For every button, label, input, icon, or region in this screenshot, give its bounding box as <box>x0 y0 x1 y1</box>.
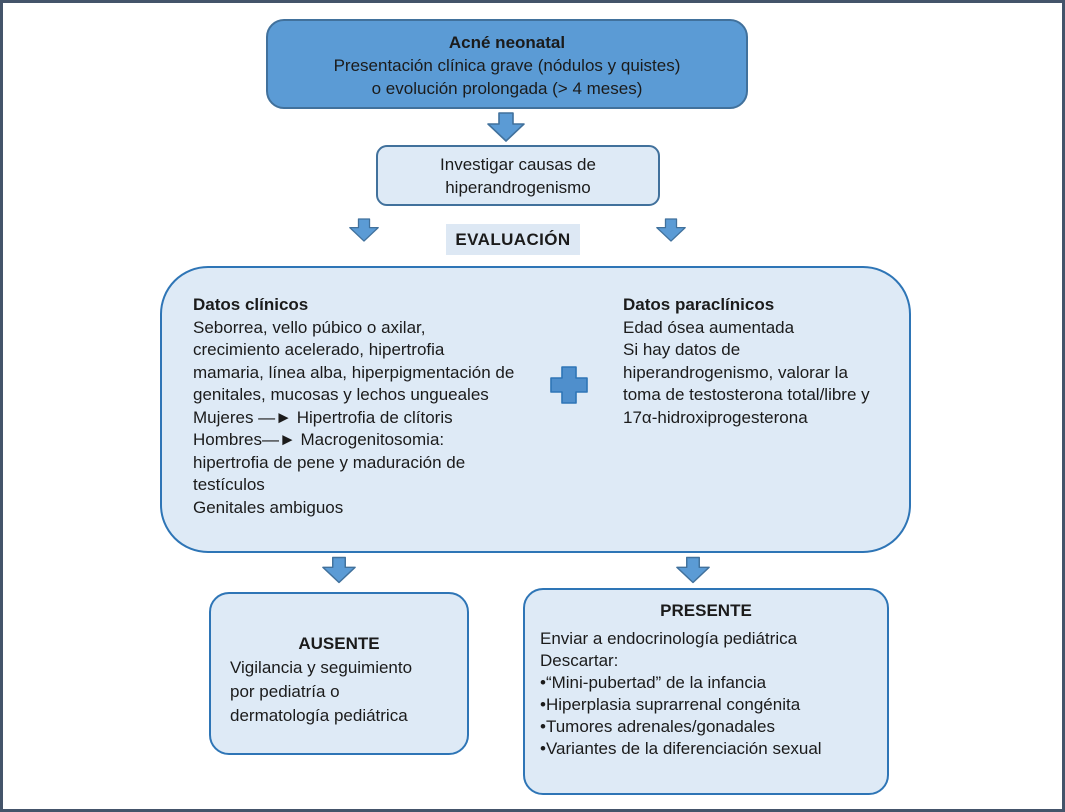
clinical-line: genitales, mucosas y lechos ungueales <box>193 385 489 404</box>
absent-line: Vigilancia y seguimiento <box>230 658 413 677</box>
data-box <box>160 266 911 553</box>
paraclinical-section: Datos paraclínicos Edad ósea aumentada S… <box>623 294 908 429</box>
clinical-line: testículos <box>193 475 265 494</box>
down-arrow-icon <box>349 218 379 242</box>
present-line: •Hiperplasia suprarrenal congénita <box>540 695 801 714</box>
down-arrow-icon <box>322 556 356 584</box>
paraclinical-line: toma de testosterona total/libre y <box>623 385 870 404</box>
clinical-line: mamaria, línea alba, hiperpigmentación d… <box>193 362 515 382</box>
absent-box: AUSENTE Vigilancia y seguimiento por ped… <box>209 592 469 755</box>
present-line: •Variantes de la diferenciación sexual <box>540 739 822 758</box>
clinical-line: Seborrea, vello púbico o axilar, <box>193 317 426 337</box>
clinical-line: hipertrofia de pene y maduración de <box>193 452 466 472</box>
present-line: •Tumores adrenales/gonadales <box>540 717 775 736</box>
absent-line: por pediatría o <box>230 682 340 701</box>
clinical-line: Genitales ambiguos <box>193 497 344 517</box>
down-arrow-icon <box>676 556 710 584</box>
clinical-line: crecimiento acelerado, hipertrofia <box>193 340 445 359</box>
header-line: Presentación clínica grave (nódulos y qu… <box>333 56 681 75</box>
down-arrow-icon <box>487 112 525 142</box>
paraclinical-title: Datos paraclínicos <box>623 295 775 314</box>
header-line: o evolución prolongada (> 4 meses) <box>371 79 643 98</box>
paraclinical-line: hiperandrogenismo, valorar la <box>623 362 848 382</box>
paraclinical-line: 17α-hidroxiprogesterona <box>623 407 808 427</box>
evaluation-label: EVALUACIÓN <box>446 224 580 255</box>
investigate-box: Investigar causas de hiperandrogenismo <box>376 145 660 206</box>
investigate-line: Investigar causas de <box>440 155 596 174</box>
investigate-line: hiperandrogenismo <box>445 178 591 197</box>
present-box: PRESENTE Enviar a endocrinología pediátr… <box>523 588 889 795</box>
clinical-line: Hombres—► Macrogenitosomia: <box>193 430 445 449</box>
plus-icon <box>550 366 588 404</box>
header-box: Acné neonatal Presentación clínica grave… <box>266 19 748 109</box>
absent-line: dermatología pediátrica <box>230 706 408 725</box>
absent-title: AUSENTE <box>298 634 380 653</box>
paraclinical-line: Si hay datos de <box>623 340 741 359</box>
present-title: PRESENTE <box>660 601 752 620</box>
paraclinical-line: Edad ósea aumentada <box>623 317 795 337</box>
clinical-line: Mujeres —► Hipertrofia de clítoris <box>193 407 453 427</box>
present-line: •“Mini-pubertad” de la infancia <box>540 673 767 692</box>
present-line: Enviar a endocrinología pediátrica <box>540 629 798 648</box>
down-arrow-icon <box>656 218 686 242</box>
present-line: Descartar: <box>540 651 619 670</box>
header-title: Acné neonatal <box>448 33 566 52</box>
clinical-section: Datos clínicos Seborrea, vello púbico o … <box>193 294 598 519</box>
clinical-title: Datos clínicos <box>193 295 309 314</box>
